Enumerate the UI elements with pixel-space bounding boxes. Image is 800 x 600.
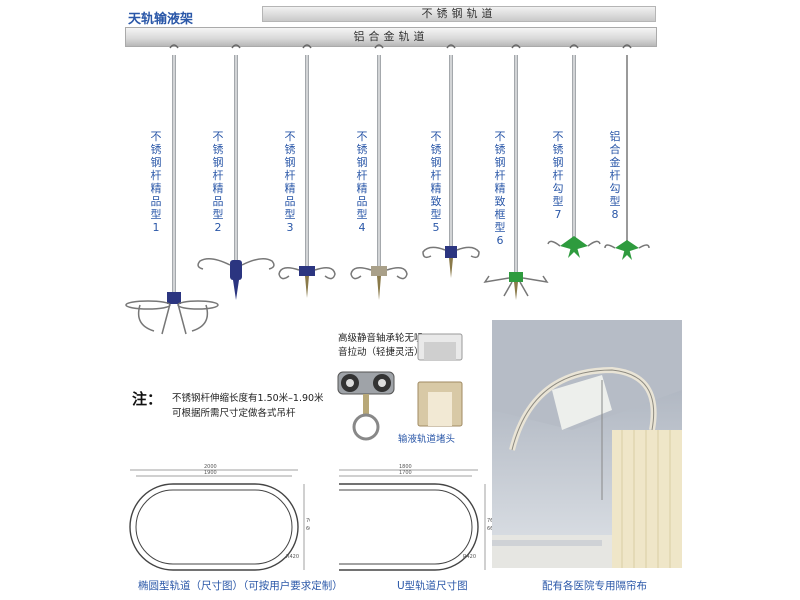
pole-1-label: 不锈钢杆精品型1 <box>150 130 162 234</box>
bearing-line-1: 高级静音轴承轮无噪 <box>338 333 424 344</box>
u-inner-dim: 1700 <box>399 470 412 476</box>
pole-2-label: 不锈钢杆精品型2 <box>212 130 224 234</box>
u-track-caption: U型轨道尺寸图 <box>397 580 468 592</box>
u-inner-height-dim: 660 <box>487 526 495 532</box>
note-text: 不锈钢杆伸缩长度有1.50米–1.90米 可根据所需尺寸定做各式吊杆 <box>172 391 324 421</box>
curtain-caption: 配有各医院专用隔帘布 <box>542 580 647 592</box>
u-height-dim: 760 <box>487 518 495 524</box>
endcap-caption: 输液轨道堵头 <box>398 434 456 445</box>
pole-4[interactable] <box>350 44 408 300</box>
pole-6-label: 不锈钢杆精致框型6 <box>494 130 506 247</box>
oval-radius-dim: R420 <box>286 554 299 560</box>
oval-outer-dim: 2000 <box>204 464 217 470</box>
pole-3-label: 不锈钢杆精品型3 <box>284 130 296 234</box>
pole-8-label: 铝合金杆勾型8 <box>609 130 621 221</box>
note-line-2: 可根据所需尺寸定做各式吊杆 <box>172 408 296 419</box>
pole-2[interactable] <box>197 44 275 300</box>
bearing-line-2: 音拉动（轻捷灵活） <box>338 347 424 358</box>
u-outer-dim: 1800 <box>399 464 412 470</box>
iv-poles-illustration <box>125 44 650 335</box>
endcap-image-1 <box>417 333 463 361</box>
aluminum-rail: 铝合金轨道 <box>125 27 657 47</box>
bearing-trolley-image <box>337 371 395 441</box>
pole-8[interactable] <box>604 44 650 260</box>
pole-7[interactable] <box>547 44 601 258</box>
u-radius-dim: R420 <box>463 554 476 560</box>
pole-1[interactable] <box>125 44 219 335</box>
pole-4-label: 不锈钢杆精品型4 <box>356 130 368 234</box>
trolley-and-endcaps <box>337 333 463 441</box>
hospital-curtain-photo <box>492 320 682 568</box>
stainless-rail: 不锈钢轨道 <box>262 6 656 22</box>
pole-7-label: 不锈钢杆勾型7 <box>552 130 564 221</box>
note-mark: 注： <box>132 390 163 408</box>
page-title: 天轨输液架 <box>128 12 194 27</box>
oval-track-caption: 椭圆型轨道（尺寸图）（可按用户要求定制） <box>138 580 343 592</box>
u-track-drawing: 1800 1700 760 660 R420 <box>339 464 495 571</box>
note-line-1: 不锈钢杆伸缩长度有1.50米–1.90米 <box>172 393 324 404</box>
oval-inner-dim: 1900 <box>204 470 217 476</box>
oval-inner-height-dim: 660 <box>306 526 310 532</box>
bearing-description: 高级静音轴承轮无噪 音拉动（轻捷灵活） <box>338 332 424 360</box>
pole-6[interactable] <box>483 44 549 300</box>
pole-5-label: 不锈钢杆精致型5 <box>430 130 442 234</box>
oval-height-dim: 760 <box>306 518 310 524</box>
oval-track-drawing: 2000 1900 760 660 R420 <box>129 464 310 571</box>
pole-3[interactable] <box>278 44 336 298</box>
endcap-image-2 <box>417 381 463 427</box>
pole-5[interactable] <box>422 44 480 278</box>
